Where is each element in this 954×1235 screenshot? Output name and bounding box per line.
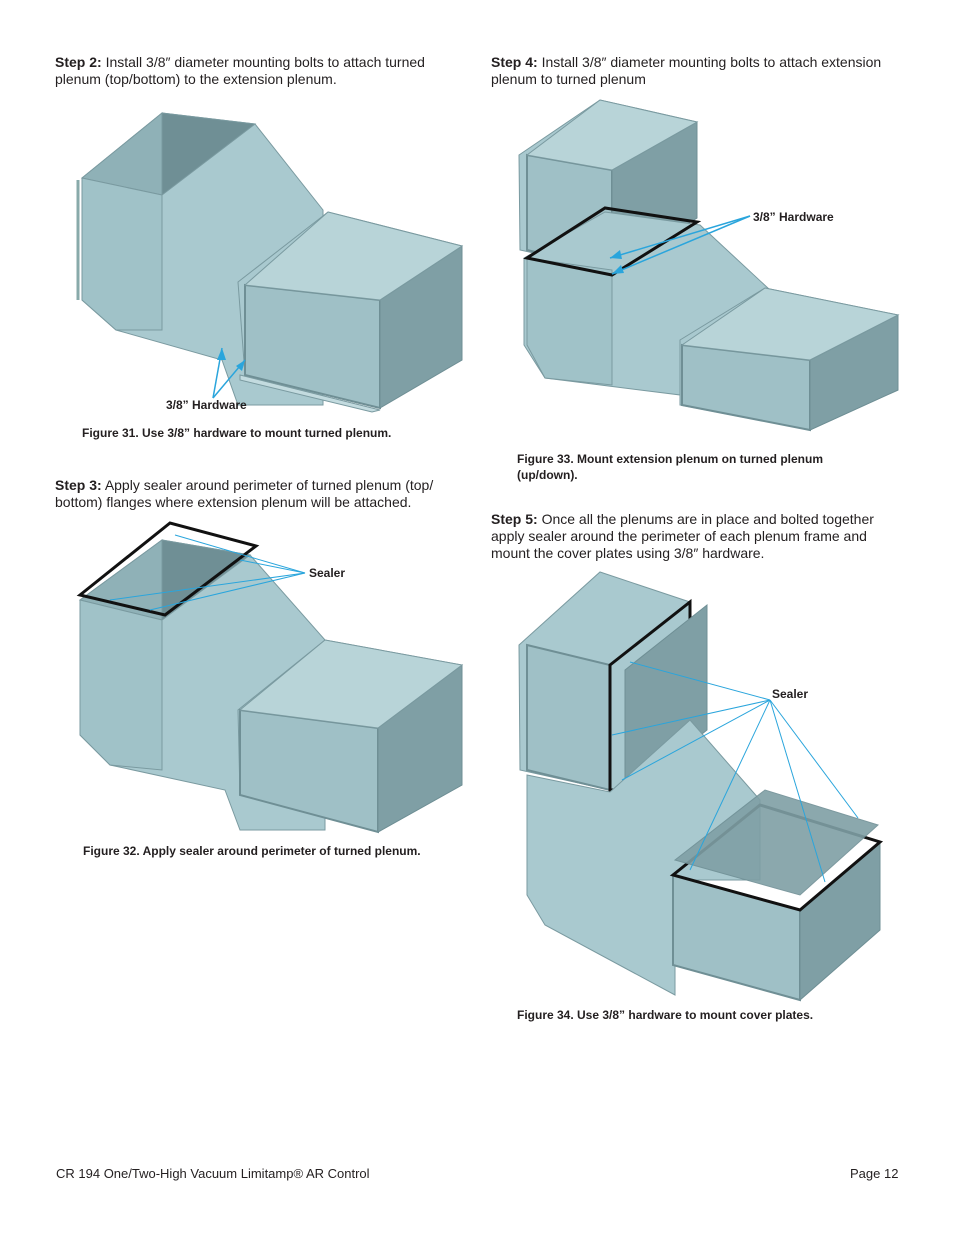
sealer-callout-lines-34 <box>611 661 859 883</box>
footer-title: CR 194 One/Two-High Vacuum Limitamp® AR … <box>56 1166 370 1181</box>
step-3-text: Step 3: Apply sealer around perimeter of… <box>55 477 455 511</box>
hardware-callout-lines-33 <box>609 215 751 275</box>
figure-31-caption: Figure 31. Use 3/8” hardware to mount tu… <box>82 426 392 440</box>
extension-plenum-2 <box>237 639 464 834</box>
figure-32-caption: Figure 32. Apply sealer around perimeter… <box>83 844 421 858</box>
side-cover-plate <box>624 603 708 797</box>
figure-33-caption: Figure 33. Mount extension plenum on tur… <box>517 452 824 482</box>
step-4-label: Step 4: <box>491 54 538 70</box>
step-3-label: Step 3: <box>55 477 102 493</box>
figure-32-callout: Sealer <box>309 566 346 580</box>
right-extension-plenum <box>679 287 900 432</box>
step-2-text: Step 2: Install 3/8″ diameter mounting b… <box>55 54 455 88</box>
figure-34-callout: Sealer <box>772 687 809 701</box>
page-number: Page 12 <box>850 1166 899 1181</box>
step-4-body: Install 3/8″ diameter mounting bolts to … <box>491 54 882 87</box>
step-4-text: Step 4: Install 3/8″ diameter mounting b… <box>491 54 891 88</box>
step-5-body: Once all the plenums are in place and bo… <box>491 511 874 561</box>
figure-31-callout: 3/8” Hardware <box>166 398 247 412</box>
upper-extension-plenum <box>518 99 699 272</box>
step-5-text: Step 5: Once all the plenums are in plac… <box>491 511 891 562</box>
step-2-body: Install 3/8″ diameter mounting bolts to … <box>55 54 425 87</box>
sealer-callout-lines <box>109 534 306 611</box>
top-cover-plate <box>673 789 879 896</box>
figure-33-callout: 3/8” Hardware <box>753 210 834 224</box>
lower-turned-plenum-34 <box>526 719 761 996</box>
step-3-body: Apply sealer around perimeter of turned … <box>55 477 434 510</box>
sealer-outline <box>76 521 260 617</box>
step-2-label: Step 2: <box>55 54 102 70</box>
hardware-callout-lines <box>212 347 246 399</box>
extension-plenum <box>237 211 464 413</box>
figure-34-caption: Figure 34. Use 3/8” hardware to mount co… <box>517 1008 814 1022</box>
step-5-label: Step 5: <box>491 511 538 527</box>
